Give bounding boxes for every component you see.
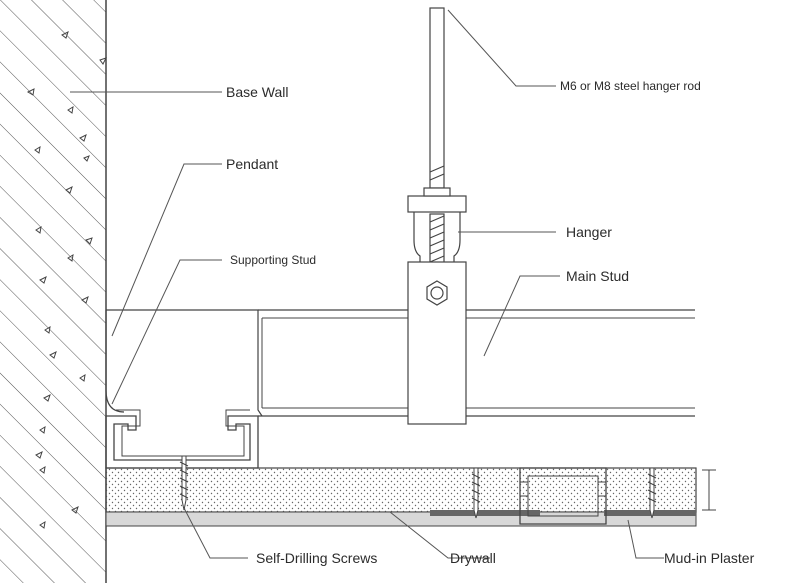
mud-in-plaster: [105, 510, 697, 527]
hanger-rod: [429, 7, 445, 267]
base-wall: [0, 0, 107, 583]
label-supporting-stud: Supporting Stud: [230, 253, 316, 267]
label-base-wall: Base Wall: [226, 84, 289, 100]
hanger: [407, 187, 467, 425]
lock-nut: [423, 187, 451, 197]
label-drywall: Drywall: [450, 550, 496, 566]
screw-icon: [179, 455, 189, 511]
drywall: [105, 467, 697, 513]
screw-icon: [647, 467, 657, 519]
label-main-stud: Main Stud: [566, 268, 629, 284]
label-pendant: Pendant: [226, 156, 278, 172]
thickness-dimension: [702, 469, 716, 511]
led-profile: [519, 467, 607, 525]
label-hanger-rod: M6 or M8 steel hanger rod: [560, 79, 701, 93]
hex-nut-icon: [426, 280, 448, 306]
label-screws: Self-Drilling Screws: [256, 550, 377, 566]
main-stud: [258, 309, 695, 417]
leader-lines: [70, 9, 664, 559]
pendant: [105, 309, 263, 417]
aggregate-triangles: [26, 31, 107, 529]
label-plaster: Mud-in Plaster: [664, 550, 755, 566]
label-hanger: Hanger: [566, 224, 612, 240]
screw-icon: [471, 467, 481, 519]
